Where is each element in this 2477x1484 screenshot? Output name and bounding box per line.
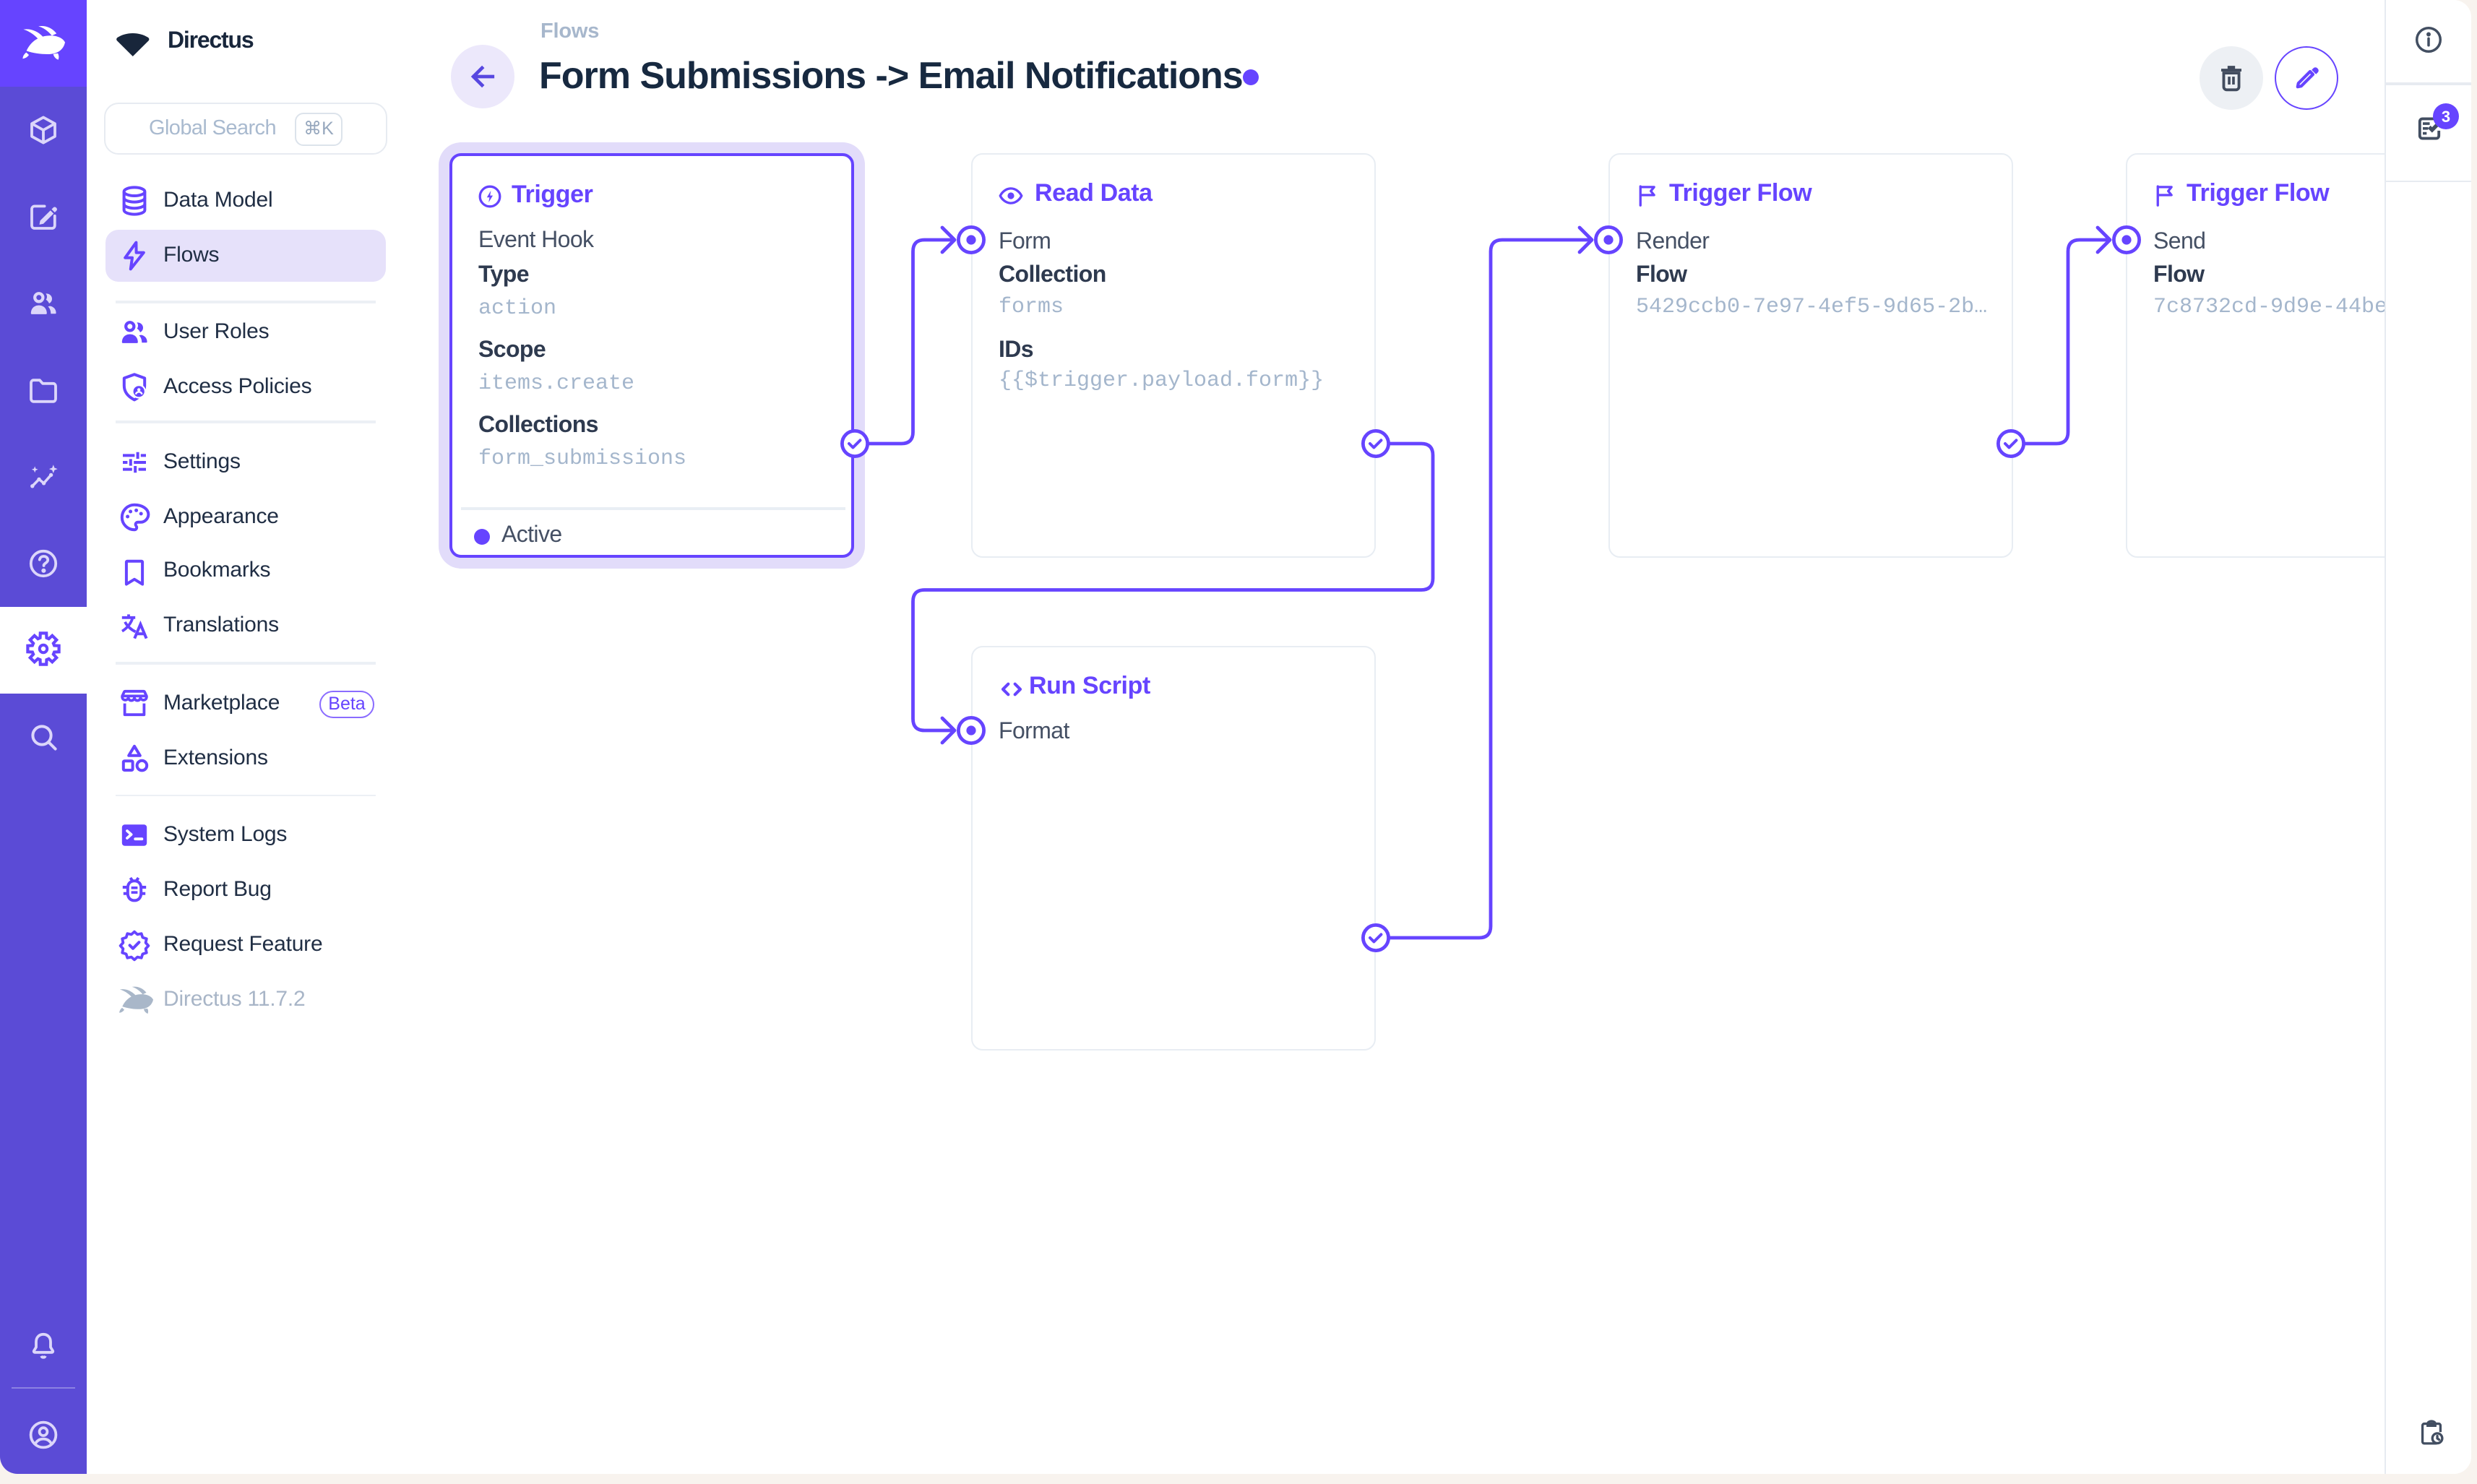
svg-text:3: 3 [2442, 108, 2450, 126]
